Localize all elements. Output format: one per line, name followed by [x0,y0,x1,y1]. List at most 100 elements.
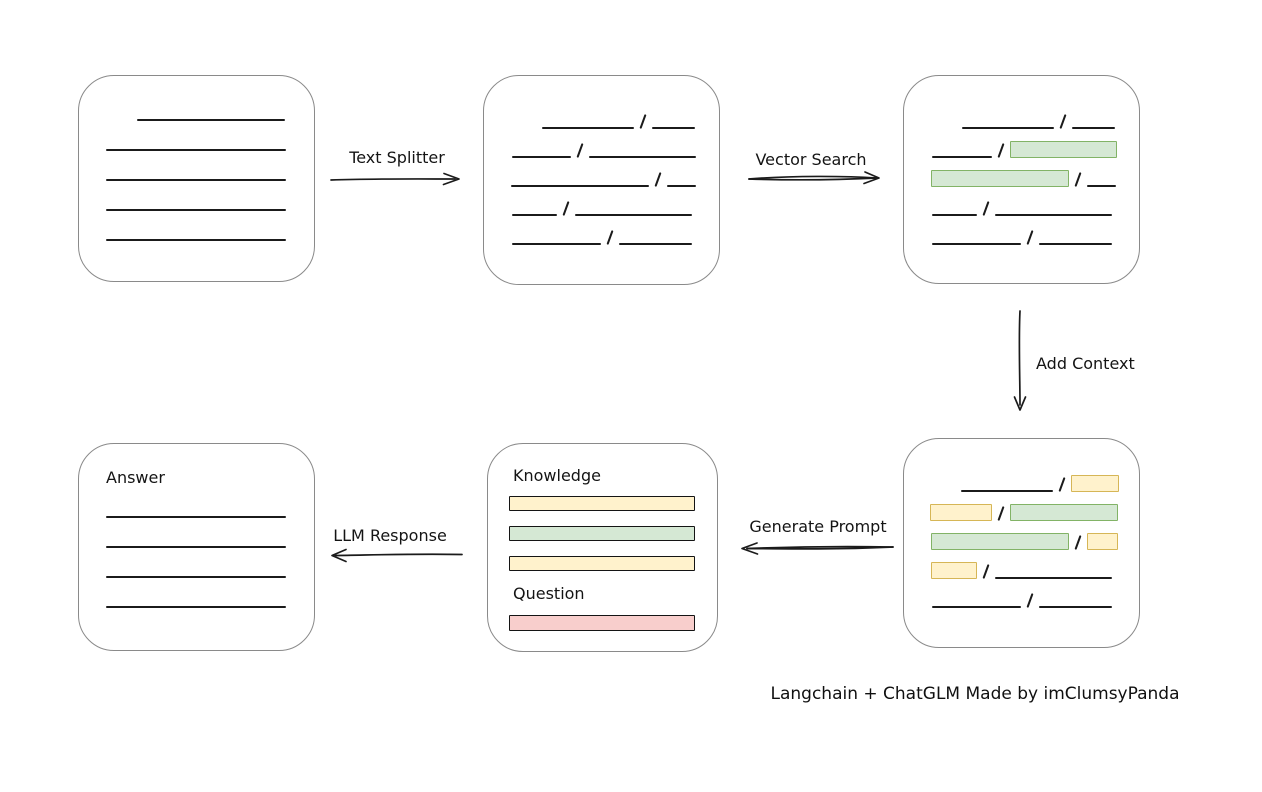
slash-separator [639,114,647,129]
yellow-bar [509,496,695,511]
text-row [932,129,1139,158]
text-line [106,516,286,518]
yellow-highlight-chunk [1087,533,1118,550]
prompt-box-content: Knowledge Question [488,444,717,631]
text-line [106,149,286,151]
text-line [995,577,1112,579]
answer-text-lines [79,444,314,608]
text-row [930,492,1139,521]
vector-search-label: Vector Search [755,150,867,169]
slash-separator [1059,114,1067,129]
answer-box: Answer [78,443,315,651]
slash-separator [982,564,990,579]
slash-separator [1058,477,1066,492]
text-row [512,216,719,245]
text-row [961,463,1139,492]
slash-separator [1074,535,1082,550]
text-row [931,521,1139,550]
slash-separator [654,172,662,187]
slash-separator [1026,230,1034,245]
text-line [932,156,992,158]
text-splitter-label: Text Splitter [349,148,445,167]
yellow-highlight-chunk [931,562,977,579]
text-line [667,185,696,187]
green-highlight-chunk [1010,141,1117,158]
text-row [962,100,1139,129]
question-bars [509,615,717,631]
generate-prompt-arrow [741,542,894,555]
slash-separator [982,201,990,216]
split-text-lines [484,76,719,245]
text-line [106,209,286,211]
text-line [932,243,1021,245]
yellow-highlight-chunk [1071,475,1119,492]
text-line [962,127,1054,129]
text-row [932,187,1139,216]
text-line [575,214,692,216]
text-line [961,490,1053,492]
green-highlight-chunk [1010,504,1118,521]
text-row [512,129,719,158]
knowledge-bars [509,496,717,571]
text-line [1039,606,1112,608]
text-line [542,127,634,129]
text-line [106,179,286,181]
text-row [106,548,314,578]
text-row [106,518,314,548]
text-line [106,576,286,578]
answer-label: Answer [106,468,165,487]
green-highlight-chunk [931,170,1069,187]
text-row [106,121,314,151]
slash-separator [1026,593,1034,608]
add-context-label: Add Context [1036,354,1135,373]
generate-prompt-label: Generate Prompt [749,517,887,536]
red-bar [509,615,695,631]
text-splitter-arrow [330,172,460,186]
context-lines [904,439,1139,608]
document-text-lines [79,76,314,241]
text-line [106,606,286,608]
text-line [512,243,601,245]
vector-matches-box [903,75,1140,284]
llm-response-label: LLM Response [333,526,447,545]
document-box [78,75,315,282]
text-line [1039,243,1112,245]
question-label: Question [513,584,585,603]
text-line [106,239,286,241]
yellow-highlight-chunk [930,504,992,521]
slash-separator [576,143,584,158]
text-line [652,127,695,129]
text-row [106,211,314,241]
text-line [995,214,1112,216]
slash-separator [997,143,1005,158]
text-row [511,158,719,187]
yellow-bar [509,556,695,571]
text-row [931,550,1139,579]
text-row [106,578,314,608]
diagram-caption: Langchain + ChatGLM Made by imClumsyPand… [770,684,1180,704]
context-box [903,438,1140,648]
slash-separator [997,506,1005,521]
text-row [106,181,314,211]
text-row [137,91,314,121]
slash-separator [562,201,570,216]
green-highlight-chunk [931,533,1069,550]
text-line [619,243,692,245]
text-line [106,546,286,548]
vector-matches-lines [904,76,1139,245]
text-line [511,185,649,187]
add-context-arrow [1013,310,1027,411]
text-row [106,488,314,518]
text-row [931,158,1139,187]
split-text-box [483,75,720,285]
slash-separator [1074,172,1082,187]
text-row [106,151,314,181]
text-row [932,579,1139,608]
text-line [512,214,557,216]
llm-response-arrow [331,548,463,563]
vector-search-arrow [748,171,880,185]
text-line [932,214,977,216]
text-row [542,100,719,129]
text-line [512,156,571,158]
